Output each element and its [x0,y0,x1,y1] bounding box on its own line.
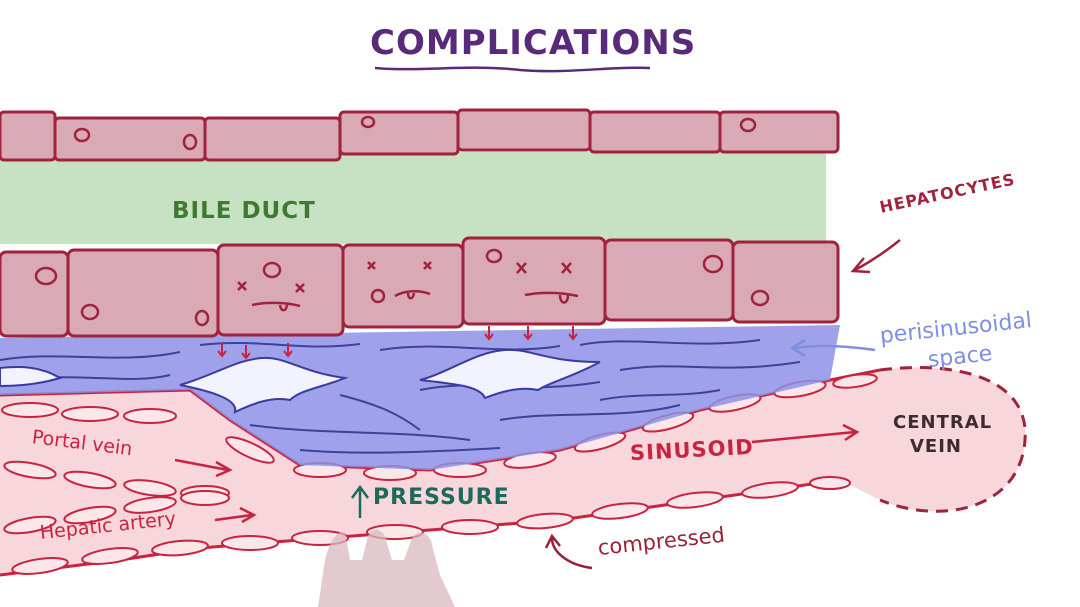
bile-duct [0,152,826,244]
pressure-label: PRESSURE [373,485,510,510]
hand-silhouette [318,529,455,607]
hepatocyte-row-bottom [0,236,840,338]
portal-vein-arrow [174,458,233,478]
hepatocytes-arrow [850,239,901,274]
sinusoid-arrow [751,423,860,444]
sinusoid-vessel [0,366,1027,577]
title-underline [374,66,651,73]
page-title: COMPLICATIONS [370,23,697,63]
central-vein-label-2: VEIN [910,436,962,457]
perisinusoidal-arrow [789,338,876,358]
pressure-arrow [350,484,370,518]
compressed-arrow [544,533,593,570]
bile-duct-label: BILE DUCT [172,198,316,224]
hepatocyte-row-top [0,108,840,162]
central-vein-label: CENTRAL [893,412,993,433]
perisinusoidal-space [0,325,840,470]
hepatic-artery-arrow [214,506,257,524]
